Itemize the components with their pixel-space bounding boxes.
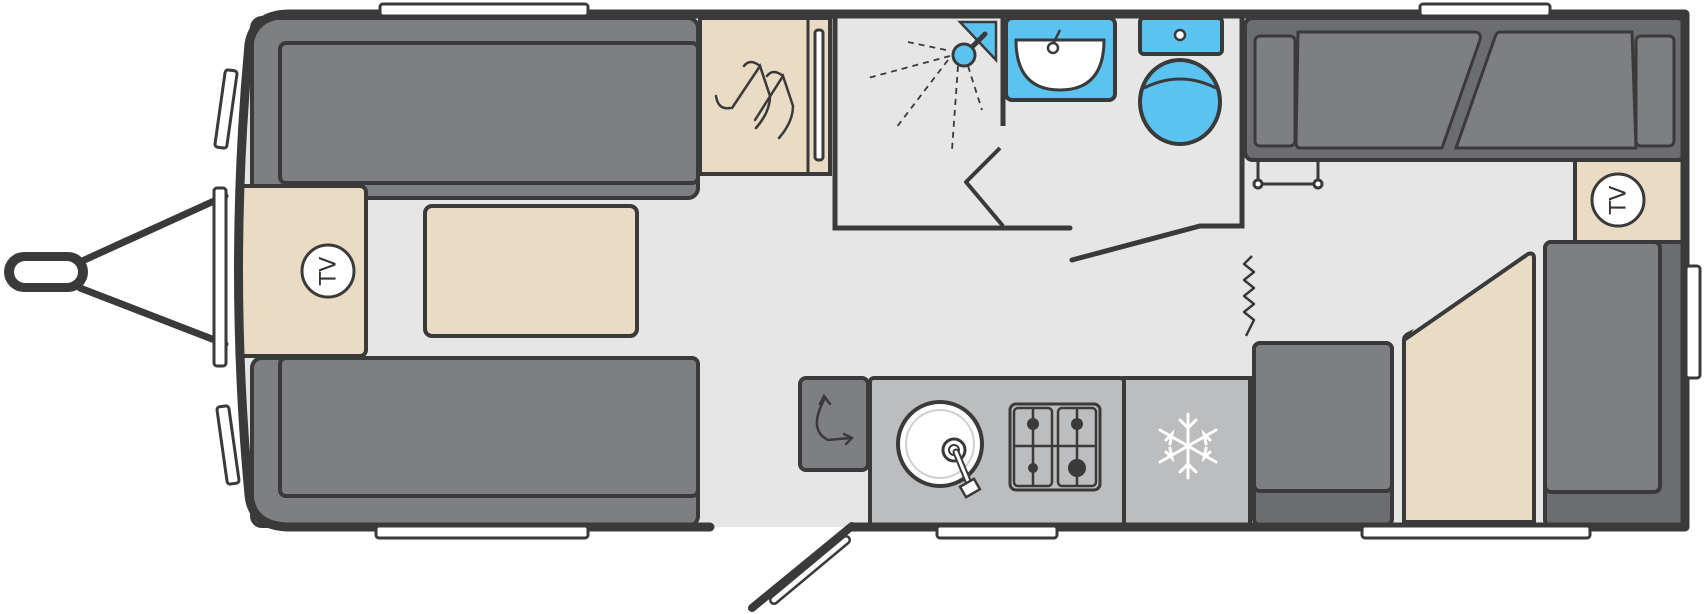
kitchen-sink-icon [896,400,984,499]
wardrobe-rail [813,28,825,162]
toilet-icon [1138,16,1224,146]
windows [212,2,1702,540]
wash-basin-icon [1004,16,1117,102]
gas-hob-icon [1008,402,1102,492]
tow-hitch [4,192,229,348]
tv-icon: TV [1590,172,1646,228]
window-front-centre [212,186,228,368]
hitch-head-inner [14,261,78,283]
window-top-rear [1418,2,1552,18]
washroom-wall [832,15,1073,231]
oven-unit [798,376,870,472]
shower-door [964,146,1005,228]
rear-seat-bottom [1252,341,1394,493]
tv-front-label: TV [317,257,342,287]
rear-seat-top-left-arm [1253,34,1297,148]
tv-rear-circle [1590,172,1646,228]
tv-rear-label: TV [1607,186,1632,216]
window-bottom-kitchen [935,524,1059,540]
pull-out-slats [1252,162,1324,190]
curtain-icon [1242,255,1256,337]
window-front-upper [213,68,239,150]
shower-head-icon [867,20,998,151]
front-lounge: TV [236,16,700,528]
a-frame-upper [76,192,229,266]
window-front-lower [215,404,241,486]
window-bottom-front [374,524,590,540]
wardrobe-body [698,16,832,176]
front-table [423,204,639,338]
front-seat-top [278,41,700,185]
window-top-front [378,2,590,18]
entrance-door-icon [748,522,856,612]
snowflake-icon [1158,412,1218,480]
rear-seat-right [1543,240,1662,494]
rear-table [1402,251,1536,524]
outer-shell [234,9,1690,532]
tv-icon: TV [300,243,356,299]
front-seat-bottom [278,356,700,498]
rear-seat-top-cushion-2 [1453,30,1638,150]
rear-lounge: TV [1242,16,1687,528]
tv-front-circle [300,243,356,299]
washroom-right-wall [1069,15,1245,263]
door-leaf [748,522,856,612]
door-window-glass [771,537,849,603]
rear-seat-top-right-arm [1634,34,1676,148]
wardrobe [698,16,832,176]
a-frame-lower [76,284,229,348]
washroom [832,15,1245,263]
shell-front-and-top [234,9,1690,532]
kitchen [798,376,1252,528]
rear-seat-top-cushion-1 [1294,30,1482,150]
coat-hanger-icon [714,60,795,140]
window-rear-end [1684,264,1702,380]
window-bottom-rear [1360,524,1592,540]
oven-icon [815,393,855,446]
